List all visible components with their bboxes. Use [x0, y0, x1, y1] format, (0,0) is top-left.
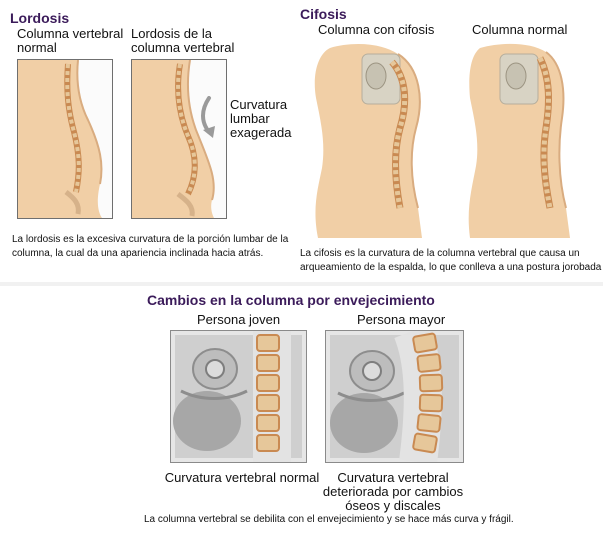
lordosis-normal-figure	[17, 59, 113, 219]
lordosis-label-lordosis: Lordosis de la columna vertebral	[131, 26, 235, 55]
lordosis-callout: Curvatura lumbar exagerada	[230, 97, 292, 140]
label-persona-joven: Persona joven	[197, 312, 281, 327]
lordosis-caption: La lordosis es la excesiva curvatura de …	[12, 234, 289, 259]
cifosis-figure	[300, 38, 450, 238]
ct-persona-joven	[170, 330, 307, 463]
curved-arrow-icon	[201, 96, 215, 138]
caption-joven: Curvatura vertebral normal	[164, 470, 320, 485]
lordosis-figure	[131, 59, 227, 219]
lordosis-title: Lordosis	[10, 10, 70, 26]
cifosis-caption: La cifosis es la curvatura de la columna…	[300, 248, 602, 273]
section-divider	[0, 282, 603, 286]
envejecimiento-caption: La columna vertebral se debilita con el …	[144, 514, 514, 525]
lordosis-label-normal: Columna vertebral normal	[17, 26, 124, 55]
ct-persona-mayor	[325, 330, 464, 463]
cifosis-label-normal: Columna normal	[472, 22, 568, 37]
envejecimiento-title: Cambios en la columna por envejecimiento	[147, 292, 435, 308]
cifosis-normal-figure	[458, 38, 598, 238]
label-persona-mayor: Persona mayor	[357, 312, 446, 327]
cifosis-label-cifosis: Columna con cifosis	[318, 22, 435, 37]
caption-mayor: Curvatura vertebral deteriorada por camb…	[322, 470, 464, 513]
cifosis-title: Cifosis	[300, 6, 347, 22]
